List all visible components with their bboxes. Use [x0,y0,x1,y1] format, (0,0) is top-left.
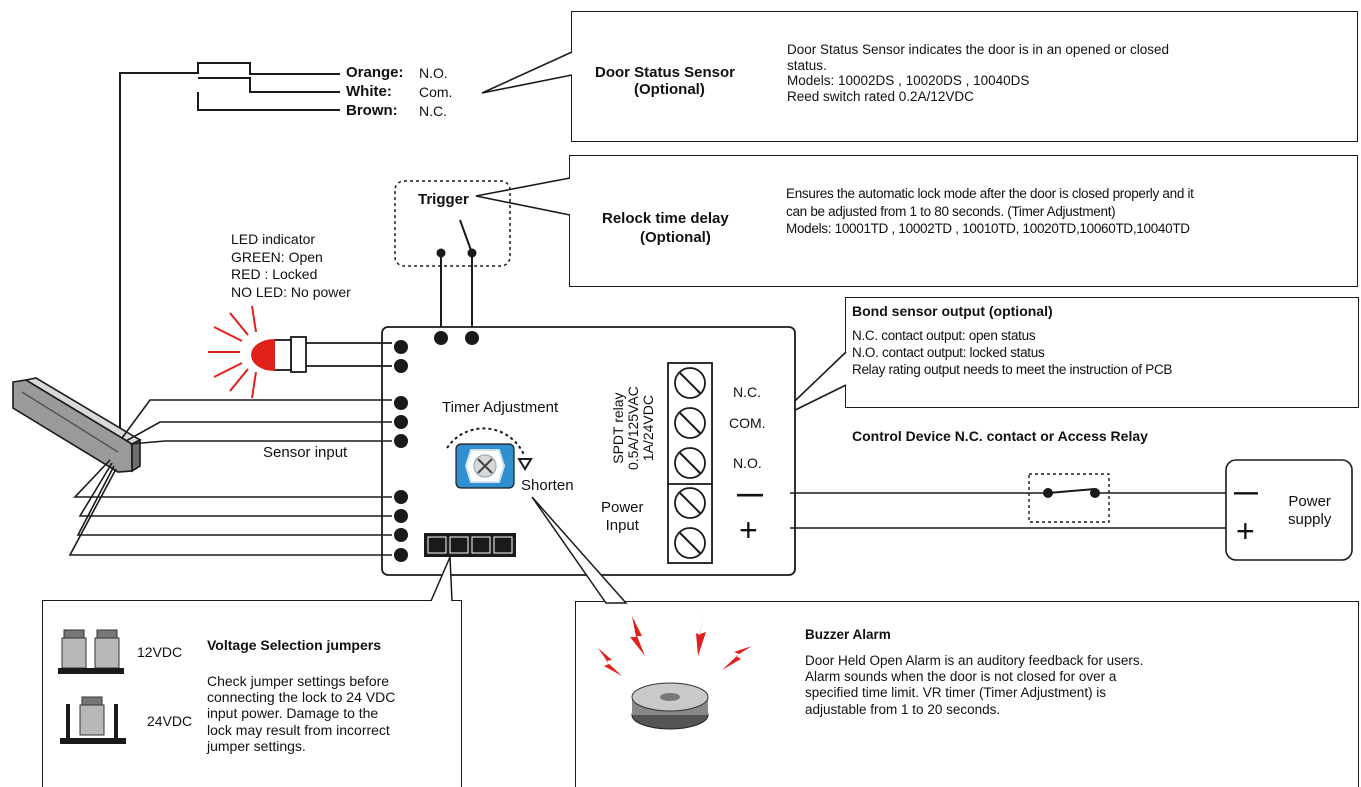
magnetic-lock [12,377,142,473]
door-status-description: Door Status Sensor indicates the door is… [787,42,1169,104]
desc-line: Ensures the automatic lock mode after th… [786,186,1194,201]
voltage-selection-title: Voltage Selection jumpers [207,637,382,653]
desc-line: Check jumper settings before [207,673,390,689]
desc-line: connecting the lock to 24 VDC [207,689,396,706]
relay-rating-label: SPDT relay 0.5A/125VAC 1A/24VDC [610,386,656,470]
supply-minus-label: — [1234,479,1258,506]
jumper-header [424,533,516,557]
desc-line: Door Status Sensor indicates the door is… [787,42,1169,57]
desc-line: Reed switch rated 0.2A/12VDC [787,88,974,104]
timer-arrow-icon [517,458,533,471]
voltage-selection-description: Check jumper settings before connecting … [207,673,395,754]
voltage-pointer [430,556,453,602]
door-status-pointer [481,51,573,94]
door-status-title: Door Status Sensor [595,64,736,81]
desc-line: N.C. contact output: open status [852,328,1036,343]
bond-sensor-title: Bond sensor output (optional) [852,303,1053,319]
access-relay-box [1028,473,1110,523]
board-terminals-left [394,340,408,562]
bond-sensor-description: N.C. contact output: open status N.O. co… [852,327,1172,378]
shorten-label: Shorten [521,477,574,494]
desc-line: input power. Damage to the [207,705,379,722]
power-supply-label: Power supply [1288,493,1331,529]
desc-line: lock may result from incorrect [207,721,390,738]
desc-line: N.O. contact output: locked status [852,345,1045,360]
terminal-nc-label: N.C. [733,384,761,400]
led-legend-line: RED : Locked [231,266,318,282]
terminal-minus-label: — [737,478,763,508]
relock-pointer [475,177,571,216]
trigger-box [394,180,511,267]
led-legend-line: NO LED: No power [231,283,351,300]
buzzer-title: Buzzer Alarm [805,627,891,642]
power-supply-line: Power [1288,493,1331,510]
board-terminals-top [434,331,479,345]
desc-line: Models: 10001TD , 10002TD , 10010TD, 100… [786,221,1190,236]
desc-line: Alarm sounds when the door is not closed… [805,669,1117,685]
wire-brown-value: N.C. [419,103,447,119]
terminal-com-label: COM. [729,415,766,431]
relay-line: SPDT relay [610,392,626,464]
relock-subtitle: (Optional) [640,229,711,246]
trigger-label: Trigger [418,191,469,208]
wire-white-value: Com. [419,84,453,100]
relay-line: 0.5A/125VAC [625,386,641,470]
timer-potentiometer [455,443,515,489]
desc-line: Relay rating output needs to meet the in… [852,362,1173,377]
sensor-input-label: Sensor input [263,444,348,461]
power-supply-line: supply [1288,511,1332,528]
wire-brown-label: Brown: [346,102,398,119]
desc-line: adjustable from 1 to 20 seconds. [805,701,1001,717]
supply-plus-label: + [1236,513,1255,549]
desc-line: can be adjusted from 1 to 80 seconds. (T… [786,203,1116,219]
desc-line: jumper settings. [207,737,306,754]
buzzer-description: Door Held Open Alarm is an auditory feed… [805,653,1143,718]
trigger-switch [436,219,477,338]
timer-adjustment-label: Timer Adjustment [442,399,559,416]
wire-white-label: White: [346,83,392,100]
access-relay-switch [1043,488,1100,498]
control-device-label: Control Device N.C. contact or Access Re… [852,428,1148,444]
wire-orange-value: N.O. [419,65,448,81]
sensor-wires [119,62,340,430]
desc-line: Models: 10002DS , 10020DS , 10040DS [787,73,1030,89]
desc-line: specified time limit. VR timer (Timer Ad… [805,685,1107,701]
terminal-plus-label: + [739,512,758,548]
door-status-sensor-box [571,11,1358,142]
timer-arc [446,427,525,456]
led-legend-line: LED indicator [231,231,316,247]
jumper-12vdc-icon [58,629,124,674]
desc-line: Door Held Open Alarm is an auditory feed… [805,653,1144,668]
wire-orange-label: Orange: [346,64,404,81]
led-legend-line: GREEN: Open [231,248,323,265]
relock-description: Ensures the automatic lock mode after th… [786,185,1194,238]
terminal-block [667,362,713,564]
power-supply-box [1225,459,1353,561]
relock-box [569,155,1358,287]
led-legend: LED indicator GREEN: Open RED : Locked N… [231,231,351,301]
voltage-24vdc-label: 24VDC [147,713,193,729]
desc-line: status. [787,57,827,73]
jumper-24vdc-icon [60,696,126,744]
power-input-line: Power [601,499,644,516]
power-wires [790,492,1226,529]
buzzer-pointer [531,496,628,604]
bond-sensor-box [845,297,1359,408]
lock-wires [68,399,392,556]
power-input-line: Input [605,517,639,534]
buzzer-icon [598,612,752,730]
door-status-subtitle: (Optional) [634,81,705,98]
terminal-no-label: N.O. [733,455,762,471]
power-input-label: Power Input [601,499,644,535]
led-indicator [208,305,392,399]
relay-line: 1A/24VDC [640,395,656,462]
relock-title: Relock time delay [602,210,729,227]
voltage-12vdc-label: 12VDC [137,644,183,660]
